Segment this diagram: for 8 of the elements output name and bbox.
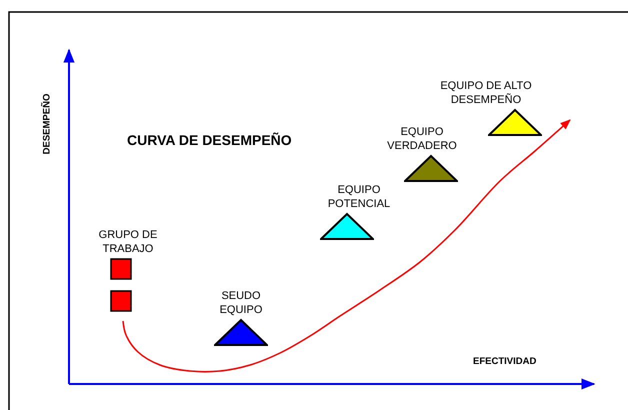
chart-title: CURVA DE DESEMPEÑO — [127, 132, 292, 148]
stage-label: EQUIPO POTENCIAL — [326, 183, 392, 211]
x-axis-label: EFECTIVIDAD — [473, 356, 536, 367]
y-axis-label: DESEMPEÑO — [42, 94, 52, 154]
stage-label: SEUDO EQUIPO — [218, 289, 264, 317]
stage-label: EQUIPO DE ALTO DESEMPEÑO — [439, 79, 533, 107]
stage-label: EQUIPO VERDADERO — [386, 125, 458, 153]
stage-label: GRUPO DE TRABAJO — [98, 228, 158, 256]
